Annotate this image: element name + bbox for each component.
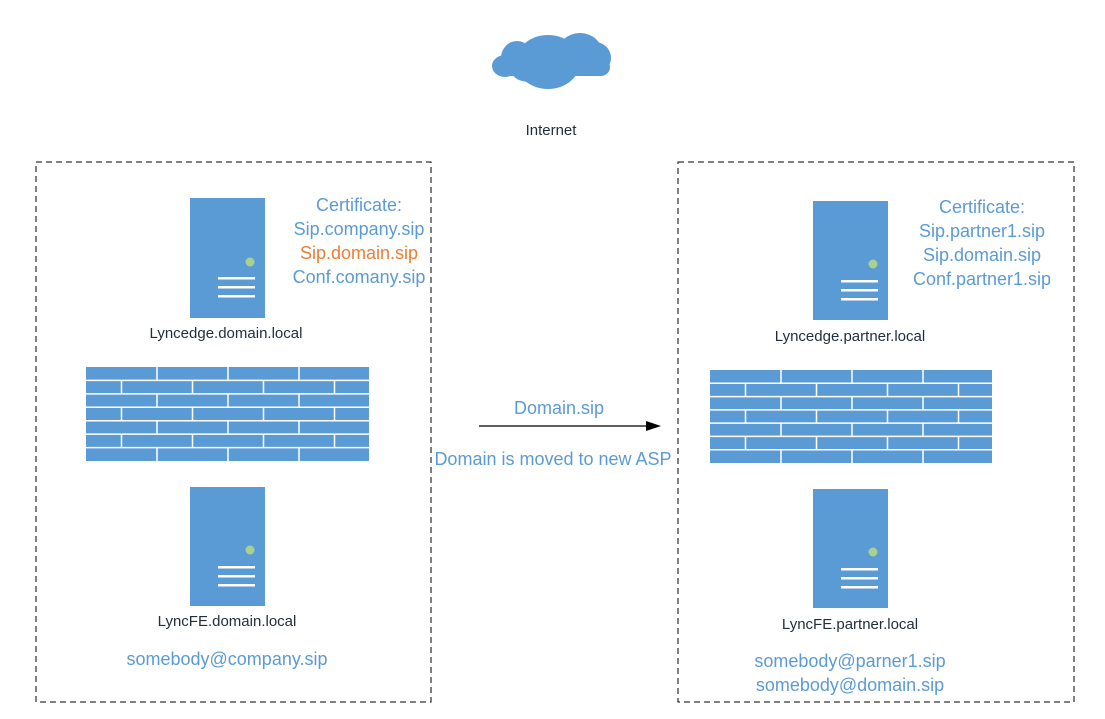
right-user-address: somebody@parner1.sip	[754, 651, 946, 671]
left-edge-server-label: Lyncedge.domain.local	[149, 325, 303, 342]
right-certificate-heading: Certificate:	[938, 197, 1026, 217]
right-edge-server-label: Lyncedge.partner.local	[774, 328, 926, 345]
right-certificate-entry: Sip.partner1.sip	[918, 221, 1046, 241]
internet-label: Internet	[525, 122, 577, 139]
transfer-domain-label: Domain.sip	[513, 398, 605, 418]
right-network-zone	[677, 161, 1075, 703]
cloud-icon	[492, 33, 611, 89]
left-fe-server-label: LyncFE.domain.local	[157, 613, 297, 630]
left-certificate-box: Certificate: Sip.company.sip Sip.domain.…	[288, 193, 430, 289]
left-certificate-entry: Sip.company.sip	[293, 219, 425, 239]
left-certificate-entry: Sip.domain.sip	[299, 243, 419, 263]
right-edge-server-icon	[813, 201, 888, 320]
left-network-zone	[35, 161, 432, 703]
left-certificate-heading: Certificate:	[315, 195, 403, 215]
right-fe-server-icon	[813, 489, 888, 608]
right-certificate-box: Certificate: Sip.partner1.sip Sip.domain…	[907, 195, 1057, 291]
left-edge-server-icon	[190, 198, 265, 318]
right-certificate-entry: Conf.partner1.sip	[912, 269, 1052, 289]
right-fe-server-label: LyncFE.partner.local	[781, 616, 919, 633]
right-firewall-icon	[710, 370, 992, 463]
right-certificate-entry: Sip.domain.sip	[922, 245, 1042, 265]
left-user-address: somebody@company.sip	[126, 649, 328, 669]
right-user-address: somebody@domain.sip	[755, 675, 945, 695]
left-certificate-entry: Conf.comany.sip	[292, 267, 426, 287]
transfer-caption: Domain is moved to new ASP	[434, 449, 672, 469]
left-firewall-icon	[86, 367, 369, 461]
left-fe-server-icon	[190, 487, 265, 606]
arrow-right-icon	[479, 421, 661, 431]
